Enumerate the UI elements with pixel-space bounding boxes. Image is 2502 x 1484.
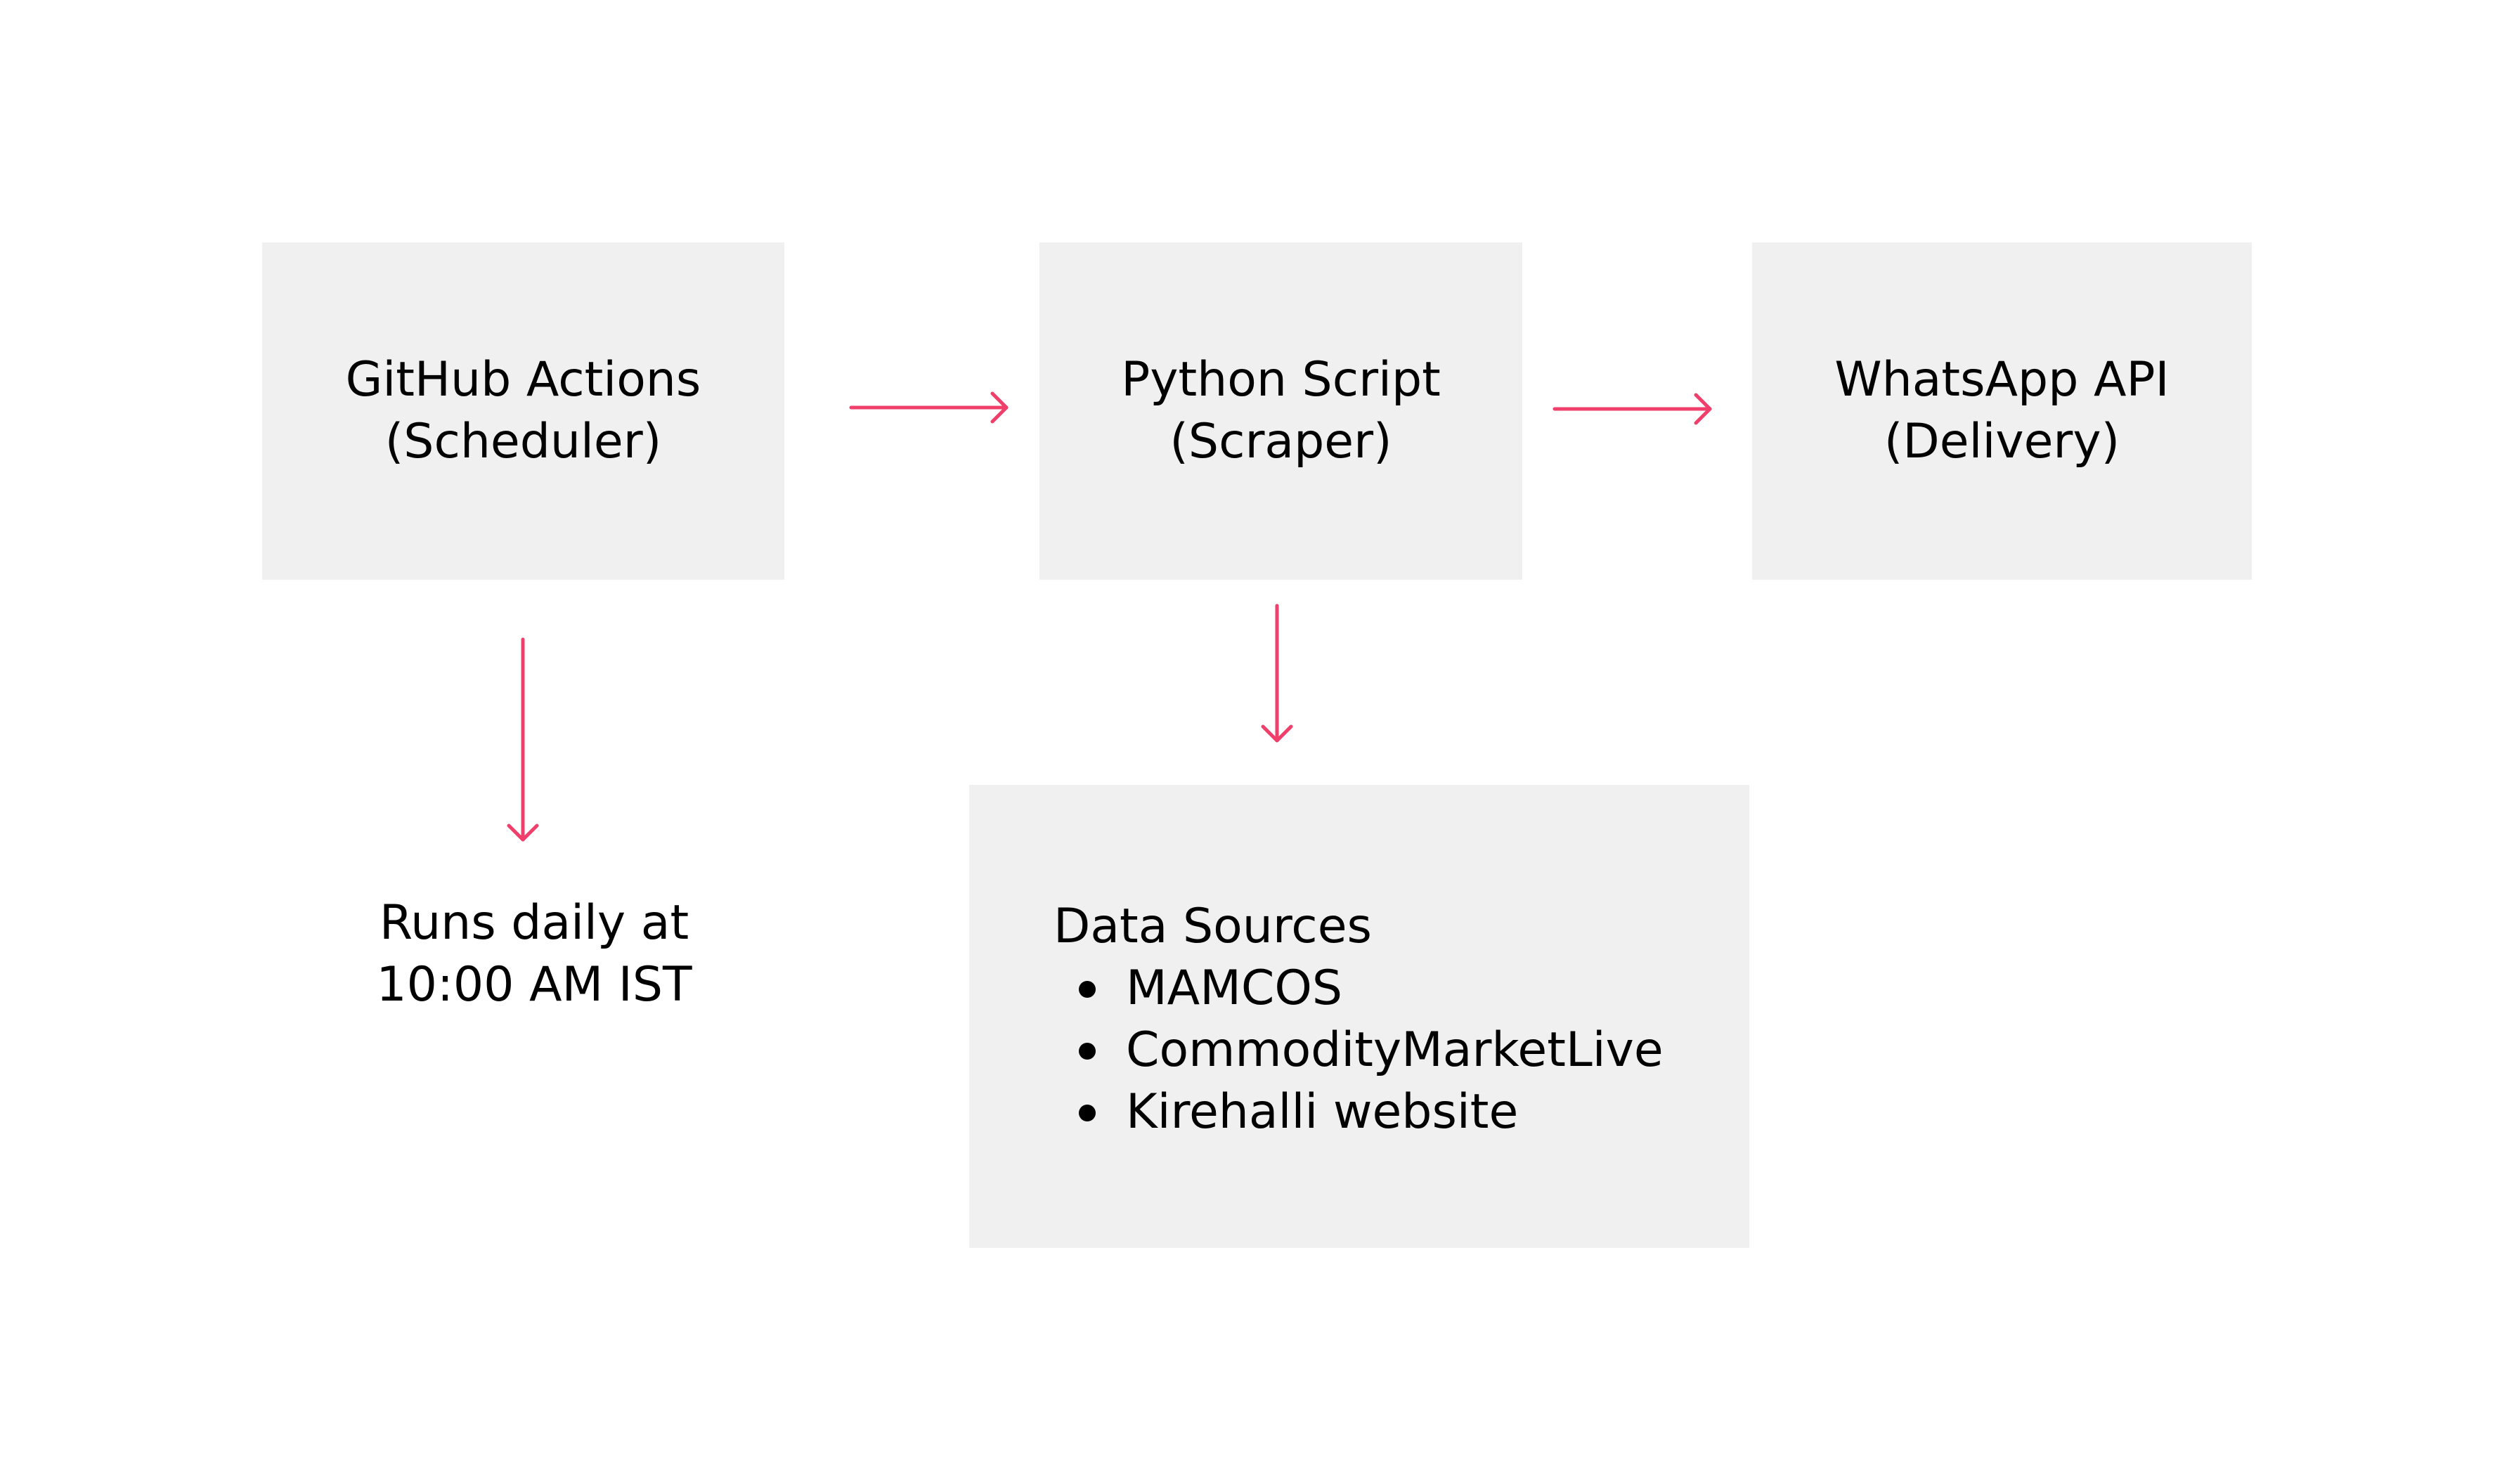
schedule-note: Runs daily at 10:00 AM IST (365, 892, 703, 1016)
python-script-subtitle: (Scraper) (1169, 414, 1392, 469)
whatsapp-api-node: WhatsApp API (Delivery) (1752, 242, 2252, 580)
data-sources-title: Data Sources (1054, 899, 1372, 954)
arrow-python-to-sources (1261, 604, 1293, 743)
arrow-python-to-whatsapp (1553, 393, 1712, 425)
github-actions-label: GitHub Actions (Scheduler) (346, 349, 701, 473)
data-sources-content: Data Sources MAMCOS CommodityMarketLive … (1054, 896, 1664, 1143)
github-actions-node: GitHub Actions (Scheduler) (262, 242, 784, 580)
arrow-github-to-python (849, 391, 1009, 424)
schedule-note-line-2: 10:00 AM IST (376, 957, 692, 1013)
data-sources-list: MAMCOS CommodityMarketLive Kirehalli web… (1054, 958, 1664, 1143)
data-source-item: Kirehalli website (1054, 1081, 1664, 1143)
python-script-node: Python Script (Scraper) (1039, 242, 1522, 580)
whatsapp-api-subtitle: (Delivery) (1884, 414, 2120, 469)
github-actions-title: GitHub Actions (345, 352, 701, 408)
arrow-github-to-schedule (507, 637, 539, 842)
github-actions-subtitle: (Scheduler) (384, 414, 662, 469)
python-script-title: Python Script (1121, 352, 1441, 408)
python-script-label: Python Script (Scraper) (1121, 349, 1441, 473)
whatsapp-api-label: WhatsApp API (Delivery) (1834, 349, 2169, 473)
data-source-item: CommodityMarketLive (1054, 1020, 1664, 1081)
schedule-note-line-1: Runs daily at (379, 895, 689, 951)
data-sources-node: Data Sources MAMCOS CommodityMarketLive … (969, 785, 1749, 1248)
data-source-item: MAMCOS (1054, 958, 1664, 1020)
whatsapp-api-title: WhatsApp API (1834, 352, 2170, 408)
